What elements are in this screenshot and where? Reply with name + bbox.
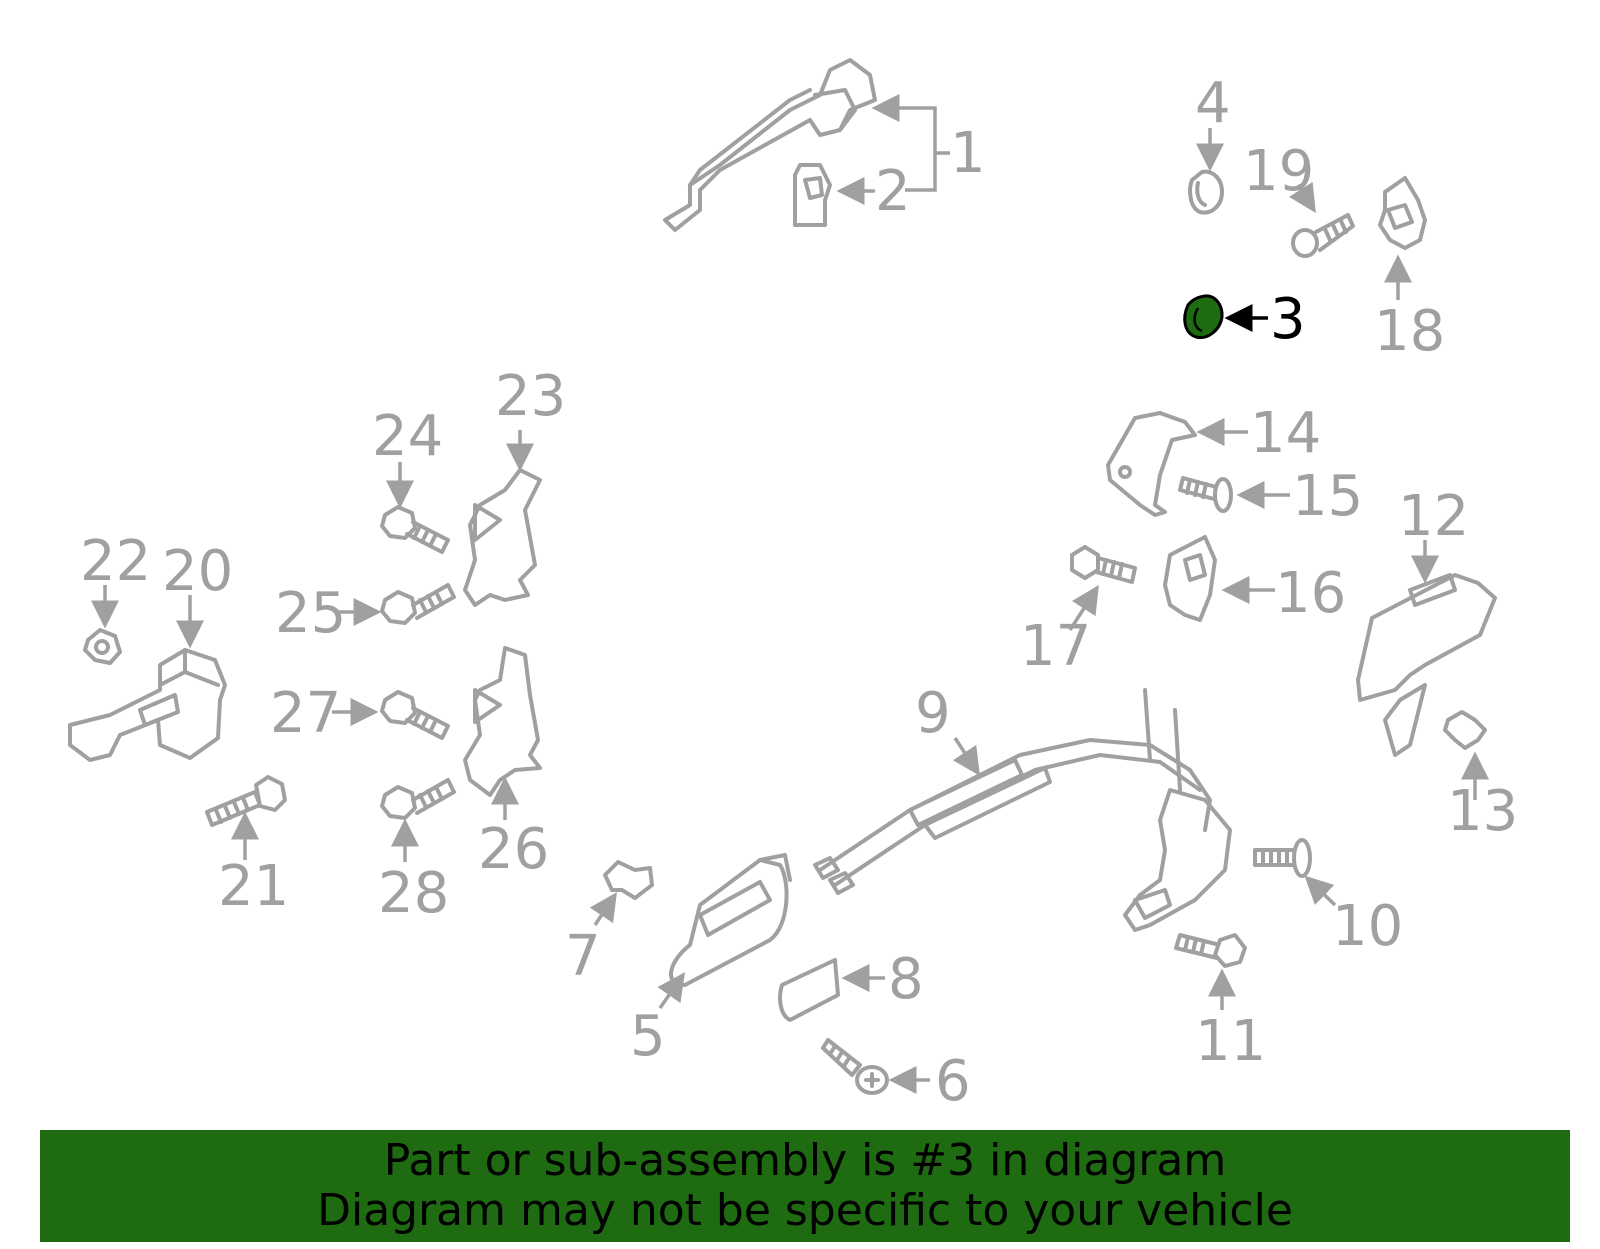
part-19-screw[interactable] [1291,213,1355,258]
callout-15: 15 [1292,464,1363,529]
callout-8: 8 [888,947,924,1012]
info-banner: Part or sub-assembly is #3 in diagram Di… [40,1130,1570,1242]
leader-5 [657,972,686,1010]
part-latch-assembly[interactable] [1123,788,1232,932]
part-16-clip[interactable] [1163,535,1217,622]
callout-4: 4 [1195,71,1231,136]
banner-line-1: Part or sub-assembly is #3 in diagram [383,1135,1227,1186]
part-21-bolt[interactable] [205,775,287,827]
part-26-plate[interactable] [463,646,542,797]
part-13-grommet[interactable] [1443,710,1487,750]
callout-12: 12 [1398,484,1469,549]
part-25-bolt[interactable] [380,583,456,625]
banner-line-2: Diagram may not be specific to your vehi… [317,1185,1293,1236]
part-14-bracket[interactable] [1106,411,1197,517]
callout-17: 17 [1020,614,1091,679]
part-2-handle-cap[interactable] [793,163,832,227]
callout-10: 10 [1332,894,1403,959]
callout-14: 14 [1250,401,1321,466]
part-24-bolt[interactable] [380,505,450,554]
part-15-screw[interactable] [1178,476,1233,513]
part-3-highlighted[interactable] [1183,294,1224,340]
callout-5: 5 [630,1004,666,1069]
callout-11: 11 [1195,1009,1266,1074]
callout-22: 22 [80,529,151,594]
part-6-screw[interactable] [821,1038,889,1095]
callout-25: 25 [275,581,346,646]
callout-2: 2 [875,159,911,224]
callout-3: 3 [1270,287,1306,352]
part-7-clip[interactable] [603,860,654,900]
callout-19: 19 [1243,139,1314,204]
leader-7 [589,892,617,926]
part-28-bolt[interactable] [380,778,456,820]
callout-20: 20 [162,539,233,604]
leader-17 [1068,585,1099,631]
callout-1: 1 [950,121,986,186]
part-18-bracket[interactable] [1378,176,1427,250]
part-20-striker[interactable] [68,648,227,762]
part-17-bolt[interactable] [1070,545,1137,584]
callout-bracket-1 [880,106,937,192]
part-9-cables[interactable] [813,688,1212,895]
callout-23: 23 [495,364,566,429]
part-22-nut[interactable] [83,628,122,665]
leader-10 [1304,875,1337,907]
part-5-inside-handle[interactable] [669,853,792,987]
callout-16: 16 [1275,561,1346,626]
part-11-bolt[interactable] [1174,933,1247,968]
part-4-cap[interactable] [1188,169,1224,215]
part-8-cover[interactable] [778,958,840,1022]
callout-13: 13 [1447,779,1518,844]
callout-26: 26 [478,817,549,882]
callout-27: 27 [270,681,341,746]
part-27-bolt[interactable] [380,690,450,740]
leader-19 [1289,181,1316,213]
parts-diagram: 1 2 4 19 18 3 14 15 [68,58,1518,1114]
callout-9: 9 [915,681,951,746]
leader-9 [952,737,980,776]
callout-28: 28 [378,861,449,926]
part-1-outside-handle[interactable] [663,58,877,232]
part-12-bracket[interactable] [1356,573,1497,757]
callout-6: 6 [935,1049,971,1114]
part-23-plate[interactable] [463,468,542,607]
callout-18: 18 [1374,299,1445,364]
callout-24: 24 [372,404,443,469]
callout-21: 21 [218,854,289,919]
part-10-screw[interactable] [1253,838,1312,878]
callout-7: 7 [565,924,601,989]
